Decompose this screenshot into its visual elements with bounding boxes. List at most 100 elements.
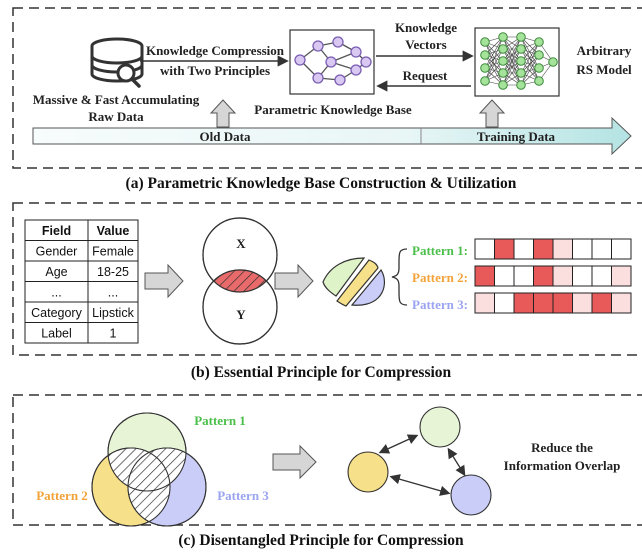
nn-node (534, 50, 544, 60)
nn-node (498, 56, 508, 66)
disentangled-pattern-3 (450, 474, 492, 516)
pattern-cell (494, 265, 515, 287)
pattern-cell (552, 292, 573, 314)
table-cell: Lipstick (92, 306, 134, 320)
model-label-line1: Arbitrary (577, 43, 632, 58)
set-x-label: X (236, 236, 246, 251)
pattern-cell (572, 265, 593, 287)
pattern-cell (611, 265, 632, 287)
nn-node (534, 76, 544, 86)
raw-data-label-line1: Massive & Fast Accumulating (33, 92, 200, 107)
set-diagram (202, 217, 278, 345)
knowledge-vectors-label-line2: Vectors (405, 37, 446, 52)
knowledge-base-label: Parametric Knowledge Base (254, 102, 412, 117)
raw-data-label-line2: Raw Data (88, 109, 144, 124)
pattern-cell (474, 292, 495, 314)
nn-node (516, 32, 526, 42)
compression-label-line1: Knowledge Compression (146, 43, 285, 58)
pattern-cell (474, 238, 495, 260)
pattern-cell (591, 292, 612, 314)
table-cell: 1 (110, 326, 117, 340)
panel-c-frame (12, 394, 642, 526)
up-arrow-left (209, 99, 237, 128)
nn-node (516, 68, 526, 78)
pattern-cell (513, 292, 534, 314)
venn-pattern-2-label: Pattern 2 (36, 488, 88, 503)
pattern-cell (494, 238, 515, 260)
caption-b: (b) Essential Principle for Compression (191, 364, 452, 381)
pattern-rows: Pattern 1: Pattern 2: Pattern 3: (412, 238, 632, 314)
nn-node (498, 80, 508, 90)
overlap-venn (91, 412, 207, 527)
pattern-cell (552, 238, 573, 260)
table-cell: Label (41, 326, 72, 340)
panel-a-frame (12, 7, 642, 169)
table-cell: Gender (36, 244, 78, 258)
pattern-cell (572, 292, 593, 314)
training-data-label: Training Data (477, 129, 556, 144)
panel-b-frame (12, 202, 642, 356)
nn-node (480, 63, 490, 73)
pattern-cell (513, 238, 534, 260)
table-cell: Category (31, 306, 82, 320)
table-cell: Age (45, 265, 67, 279)
old-data-label: Old Data (200, 129, 251, 144)
pattern-cell (533, 265, 554, 287)
split-pattern-pieces (322, 257, 385, 307)
pattern-cell (572, 238, 593, 260)
pattern-cell (494, 292, 515, 314)
nn-node (480, 50, 490, 60)
pattern-2-row-label: Pattern 2: (412, 270, 468, 285)
table-cell: ... (108, 285, 118, 299)
neural-network-nodes (480, 32, 558, 90)
table-cell: 18-25 (97, 265, 129, 279)
caption-c: (c) Disentangled Principle for Compressi… (178, 532, 464, 549)
database-icon (90, 37, 144, 88)
pattern-brace (391, 248, 408, 306)
table-header-cell: Value (97, 224, 130, 238)
table-header-cell: Field (42, 224, 71, 238)
reduce-overlap-label-line2: Information Overlap (504, 458, 621, 473)
nn-node (498, 32, 508, 42)
nn-node (498, 44, 508, 54)
nn-node (480, 76, 490, 86)
venn-pattern-1-label: Pattern 1 (194, 413, 246, 428)
nn-node (516, 80, 526, 90)
nn-node (548, 57, 558, 67)
nn-node (534, 37, 544, 47)
pattern-cell (611, 292, 632, 314)
sets-to-patterns-arrow (274, 263, 314, 299)
disentangled-pattern-2 (347, 451, 389, 493)
nn-node (534, 63, 544, 73)
table-cell: ... (51, 285, 61, 299)
pattern-cell (474, 265, 495, 287)
pattern-cell (533, 238, 554, 260)
knowledge-vectors-label-line1: Knowledge (395, 20, 457, 35)
set-y-label: Y (236, 307, 246, 322)
pattern-1-row-label: Pattern 1: (412, 243, 468, 258)
pattern-cell (591, 238, 612, 260)
reduce-overlap-label-line1: Reduce the (531, 440, 593, 455)
disentangled-pattern-1 (419, 406, 461, 448)
overlap-to-disentangled-arrow (272, 444, 317, 480)
request-label: Request (403, 68, 448, 83)
model-label-line2: RS Model (576, 62, 632, 77)
compression-label-line2: with Two Principles (160, 63, 270, 78)
data-timeline-bar (32, 116, 632, 156)
pattern-cell (533, 292, 554, 314)
nn-node (516, 44, 526, 54)
pattern-cell (552, 265, 573, 287)
nn-node (516, 56, 526, 66)
nn-node (498, 68, 508, 78)
up-arrow-right (478, 99, 506, 128)
pattern-cell (591, 265, 612, 287)
pattern-cell (513, 265, 534, 287)
venn-pattern-3-label: Pattern 3 (217, 488, 269, 503)
disentangled-patterns (347, 406, 492, 516)
table-to-sets-arrow (144, 263, 184, 299)
pattern-3-row-label: Pattern 3: (412, 297, 468, 312)
knowledge-graph-nodes (294, 36, 372, 86)
caption-a: (a) Parametric Knowledge Base Constructi… (126, 175, 517, 192)
